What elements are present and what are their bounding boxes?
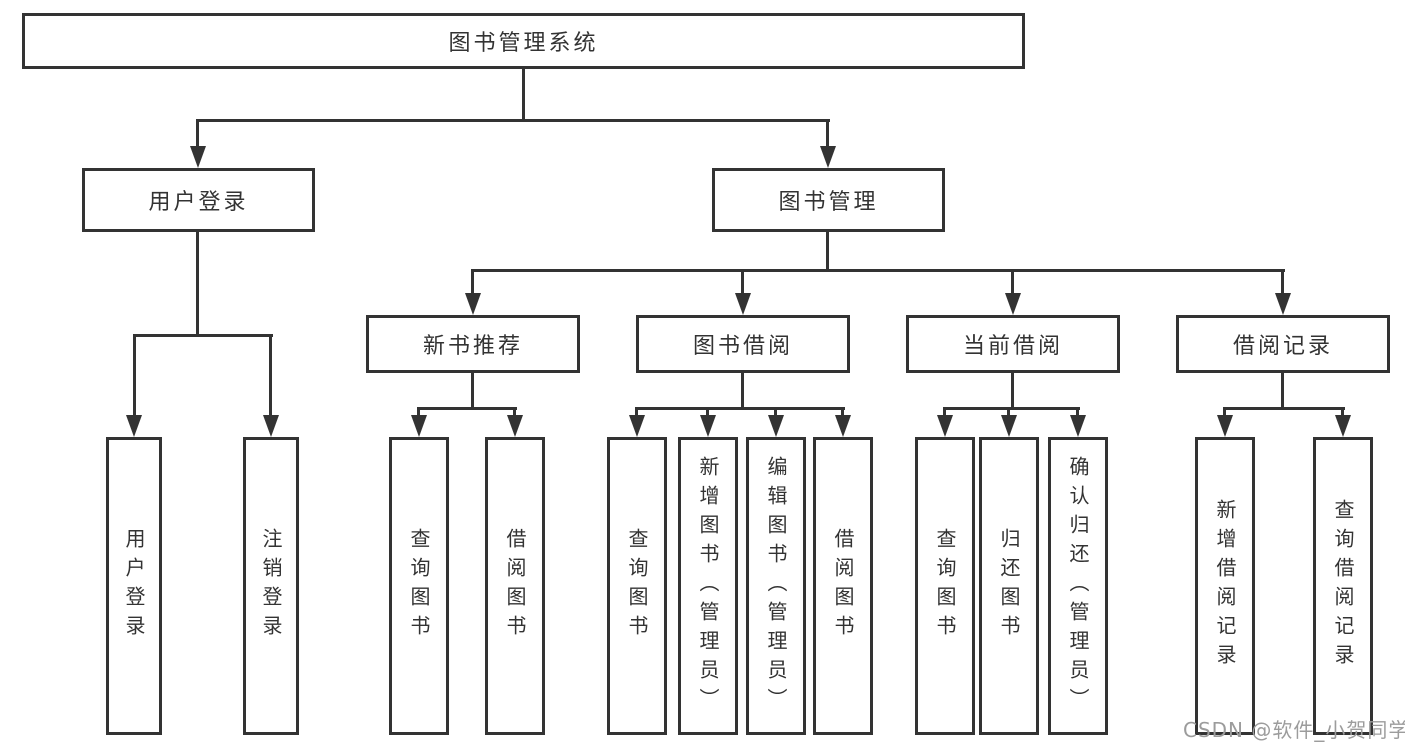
leaf-borrow-books: 借阅图书 xyxy=(813,437,873,735)
arrow-down-icon xyxy=(190,146,206,168)
connector-line xyxy=(513,407,516,419)
arrow-down-icon xyxy=(1217,415,1233,437)
connector-line xyxy=(706,407,709,419)
arrow-down-icon xyxy=(700,415,716,437)
leaf-add-borrow-record: 新增借阅记录 xyxy=(1195,437,1255,735)
csdn-watermark: CSDN @软件_小贺同学 xyxy=(1183,718,1405,742)
connector-line xyxy=(133,334,273,337)
connector-line xyxy=(841,407,844,419)
connector-line xyxy=(826,232,829,270)
leaf-add-book-admin: 新增图书（管理员） xyxy=(678,437,738,735)
node-label: 借阅记录 xyxy=(1232,334,1333,359)
connector-line xyxy=(472,269,1285,272)
node-label: 编辑图书（管理员） xyxy=(764,455,788,717)
connector-line xyxy=(1076,407,1079,419)
connector-line xyxy=(269,334,272,419)
node-current-borrowing: 当前借阅 xyxy=(906,315,1120,373)
arrow-down-icon xyxy=(263,415,279,437)
connector-line xyxy=(522,69,525,120)
connector-line xyxy=(196,232,199,335)
node-label: 图书管理 xyxy=(778,190,879,215)
connector-line xyxy=(133,334,136,419)
arrow-down-icon xyxy=(507,415,523,437)
node-label: 图书管理系统 xyxy=(448,31,599,56)
connector-line xyxy=(943,407,946,419)
connector-line xyxy=(774,407,777,419)
node-label: 当前借阅 xyxy=(962,334,1063,359)
arrow-down-icon xyxy=(629,415,645,437)
arrow-down-icon xyxy=(768,415,784,437)
node-label: 新书推荐 xyxy=(422,334,523,359)
node-label: 确认归还（管理员） xyxy=(1066,455,1090,717)
leaf-logout: 注销登录 xyxy=(243,437,299,735)
node-label: 查询图书 xyxy=(625,528,649,644)
leaf-edit-book-admin: 编辑图书（管理员） xyxy=(746,437,806,735)
leaf-query-borrow-record: 查询借阅记录 xyxy=(1313,437,1373,735)
connector-line xyxy=(417,407,517,410)
connector-line xyxy=(741,269,744,297)
node-label: 新增图书（管理员） xyxy=(696,455,720,717)
connector-line xyxy=(471,269,474,297)
connector-line xyxy=(1281,269,1284,297)
leaf-query-books-current: 查询图书 xyxy=(915,437,975,735)
arrow-down-icon xyxy=(1005,293,1021,315)
node-label: 用户登录 xyxy=(148,190,249,215)
connector-line xyxy=(943,407,1080,410)
connector-line xyxy=(196,119,830,122)
node-book-management: 图书管理 xyxy=(712,168,945,232)
connector-line xyxy=(471,373,474,410)
leaf-query-books-recommend: 查询图书 xyxy=(389,437,449,735)
arrow-down-icon xyxy=(820,146,836,168)
connector-line xyxy=(741,373,744,410)
arrow-down-icon xyxy=(411,415,427,437)
connector-line xyxy=(196,119,199,150)
connector-line xyxy=(635,407,638,419)
node-book-borrowing: 图书借阅 xyxy=(636,315,850,373)
node-label: 借阅图书 xyxy=(831,528,855,644)
connector-line xyxy=(635,407,845,410)
arrow-down-icon xyxy=(835,415,851,437)
node-label: 借阅图书 xyxy=(503,528,527,644)
arrow-down-icon xyxy=(1070,415,1086,437)
node-label: 注销登录 xyxy=(259,528,283,644)
connector-line xyxy=(1223,407,1345,410)
arrow-down-icon xyxy=(1335,415,1351,437)
node-label: 查询图书 xyxy=(407,528,431,644)
leaf-query-books-borrowing: 查询图书 xyxy=(607,437,667,735)
node-borrowing-records: 借阅记录 xyxy=(1176,315,1390,373)
leaf-confirm-return-admin: 确认归还（管理员） xyxy=(1048,437,1108,735)
node-label: 归还图书 xyxy=(997,528,1021,644)
connector-line xyxy=(1007,407,1010,419)
node-root-system: 图书管理系统 xyxy=(22,13,1025,69)
node-label: 查询借阅记录 xyxy=(1331,499,1355,673)
leaf-user-login: 用户登录 xyxy=(106,437,162,735)
node-label: 新增借阅记录 xyxy=(1213,499,1237,673)
node-user-login: 用户登录 xyxy=(82,168,315,232)
arrow-down-icon xyxy=(126,415,142,437)
node-label: 查询图书 xyxy=(933,528,957,644)
connector-line xyxy=(1281,373,1284,410)
leaf-return-books: 归还图书 xyxy=(979,437,1039,735)
node-label: 图书借阅 xyxy=(692,334,793,359)
connector-line xyxy=(417,407,420,419)
connector-line xyxy=(826,119,829,150)
connector-line xyxy=(1011,373,1014,410)
node-new-book-recommend: 新书推荐 xyxy=(366,315,580,373)
arrow-down-icon xyxy=(937,415,953,437)
arrow-down-icon xyxy=(735,293,751,315)
arrow-down-icon xyxy=(1275,293,1291,315)
connector-line xyxy=(1223,407,1226,419)
node-label: 用户登录 xyxy=(122,528,146,644)
leaf-borrow-books-recommend: 借阅图书 xyxy=(485,437,545,735)
arrow-down-icon xyxy=(465,293,481,315)
connector-line xyxy=(1341,407,1344,419)
arrow-down-icon xyxy=(1001,415,1017,437)
connector-line xyxy=(1011,269,1014,297)
